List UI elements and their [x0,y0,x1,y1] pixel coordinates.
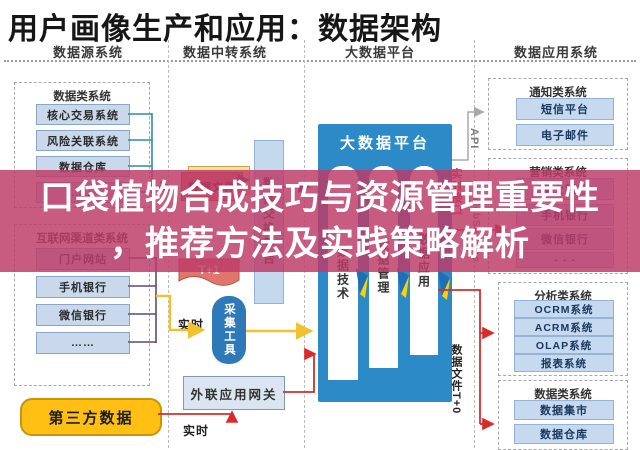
box-olap-system: OLAP系统 [514,336,614,354]
box-ocrm-system: OCRM系统 [514,300,614,318]
datafile-t0-label: 数据文件T+0 [448,344,464,414]
box-core-trading-system: 核心交易系统 [36,104,130,125]
box-acrm-system: ACRM系统 [514,318,614,336]
header-underline [4,60,636,62]
group-notify-title: 通知类系统 [529,87,587,99]
group-data-systems-title: 数据类系统 [53,91,111,103]
column-header-transfer: 数据中转系统 [182,45,268,60]
group-app-data-title: 数据类系统 [534,389,592,401]
box-data-mart: 数据集市 [514,400,614,420]
box-channel-ellipsis: …… [36,332,130,354]
column-header-apps: 数据应用系统 [514,45,599,60]
watermark-overlay: 口袋植物合成技巧与资源管理重要性 ，推荐方法及实践策略解析 [0,170,640,272]
pennant-decorations [356,268,450,300]
watermark-line2: ，推荐方法及实践策略解析 [110,225,530,263]
collector-label: 采集工具 [223,303,235,357]
box-third-party-data: 第三方数据 [20,398,162,436]
group-notify-systems: 通知类系统 [488,78,628,150]
platform-title: 大数据平台 [339,135,430,152]
column-header-platform: 大数据平台 [344,45,416,60]
box-mobile-banking: 手机银行 [36,276,130,298]
box-external-gateway: 外联应用网关 [183,376,285,410]
column-header-source: 数据源系统 [52,45,124,60]
box-collector-tool: 采集工具 [212,296,246,364]
realtime-label-collect: 实时 [178,318,205,332]
page-title: 用户画像生产和应用：数据架构 [8,13,442,46]
box-report-system: 报表系统 [514,354,614,372]
realtime-label-thirdparty: 实时 [183,424,210,438]
box-email: 电子邮件 [516,124,614,146]
box-sms-platform: 短信平台 [516,98,614,120]
api-label: API [468,128,480,150]
box-risk-association-system: 风险关联系统 [36,130,130,151]
box-wechat-banking: 微信银行 [36,304,130,326]
datafile-out-label: 数据文件 [450,344,462,392]
watermark-line1: 口袋植物合成技巧与资源管理重要性 [40,179,600,217]
t0-label: T+0 [450,392,462,415]
box-data-warehouse-app: 数据仓库 [514,424,614,444]
